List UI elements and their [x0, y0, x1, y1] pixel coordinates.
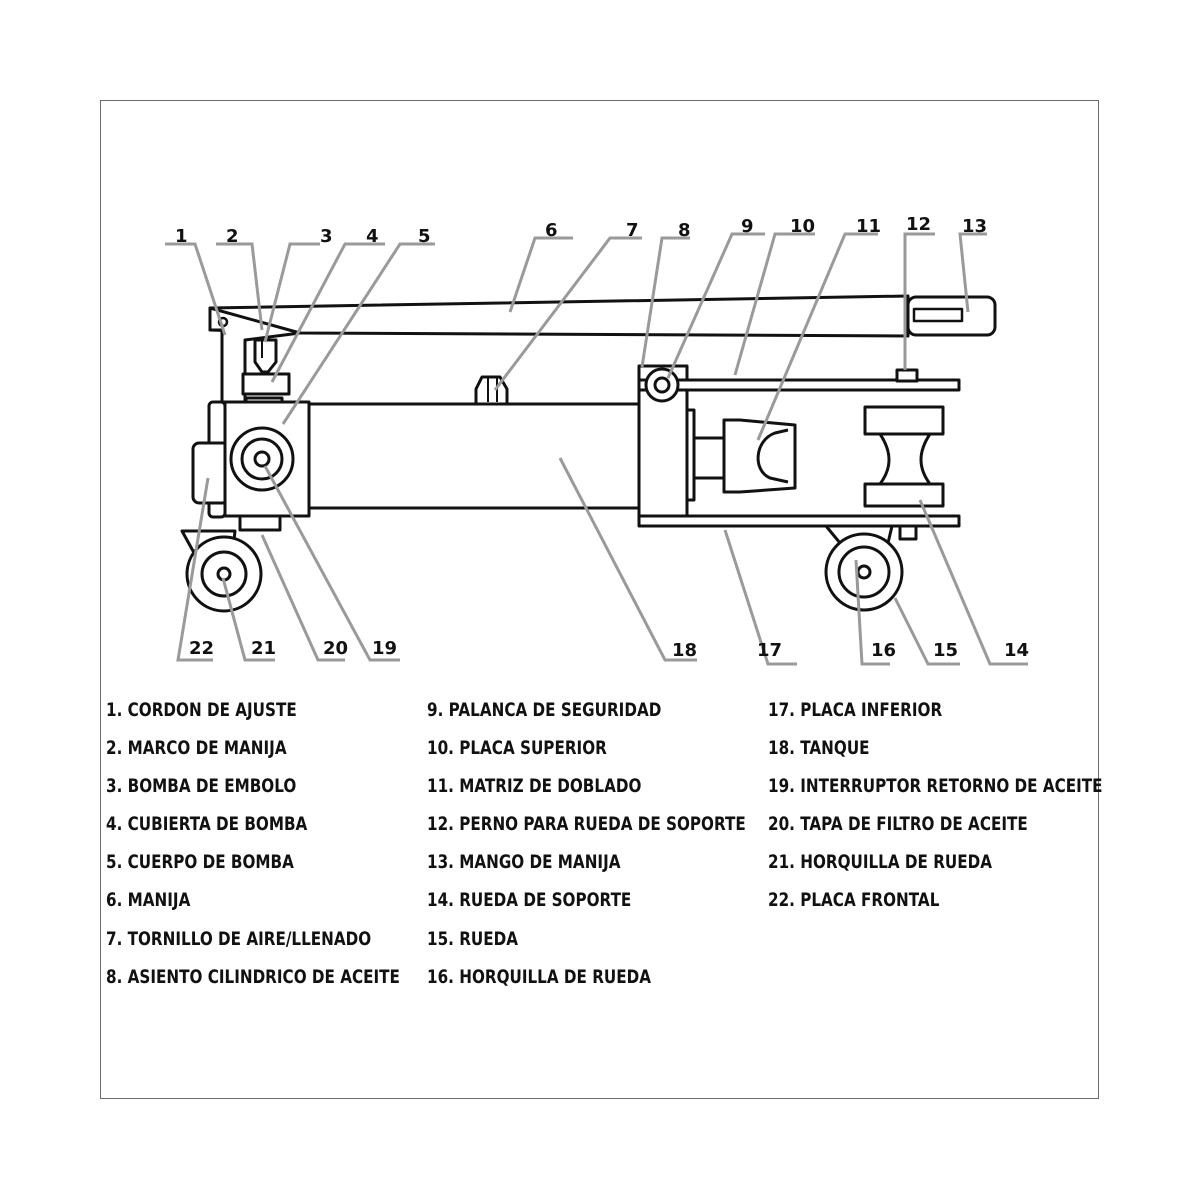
ram-rod	[692, 436, 726, 480]
callout-7: 7	[626, 220, 639, 241]
callout-4: 4	[366, 226, 379, 247]
legend-item: 15. RUEDA	[427, 927, 519, 950]
legend-item: 5. CUERPO DE BOMBA	[106, 851, 294, 874]
callout-22: 22	[189, 638, 214, 659]
legend-item: 14. RUEDA DE SOPORTE	[427, 889, 632, 912]
leader-lines	[165, 232, 1028, 666]
callout-5: 5	[418, 226, 431, 247]
legend-item: 3. BOMBA DE EMBOLO	[106, 775, 297, 798]
legend-column-1: 1. CORDON DE AJUSTE 2. MARCO DE MANIJA 3…	[106, 694, 473, 999]
support-bolt-top	[895, 368, 919, 383]
legend-item: 19. INTERRUPTOR RETORNO DE ACEITE	[768, 775, 1103, 798]
legend-column-3: 17. PLACA INFERIOR 18. TANQUE 19. INTERR…	[768, 694, 1186, 923]
callout-8: 8	[678, 220, 691, 241]
callout-2: 2	[226, 226, 239, 247]
callout-13: 13	[962, 216, 987, 237]
tank	[307, 402, 641, 510]
callout-6: 6	[545, 220, 558, 241]
handle-grip-slot	[912, 307, 964, 323]
callout-12: 12	[906, 214, 931, 235]
legend-item: 6. MANIJA	[106, 889, 191, 912]
legend-item: 7. TORNILLO DE AIRE/LLENADO	[106, 927, 372, 950]
legend-item: 2. MARCO DE MANIJA	[106, 737, 287, 760]
callout-numbers: 1 2 3 4 5 6 7 8 9 10 11 12 13 14 15 16 1…	[175, 214, 1029, 661]
callout-17: 17	[757, 640, 782, 661]
legend-item: 11. MATRIZ DE DOBLADO	[427, 775, 642, 798]
callout-14: 14	[1004, 640, 1029, 661]
legend-item: 16. HORQUILLA DE RUEDA	[427, 965, 652, 988]
bending-die-groove	[756, 428, 789, 484]
callout-10: 10	[790, 216, 815, 237]
callout-9: 9	[741, 216, 754, 237]
return-valve-inner	[253, 450, 271, 468]
top-plate	[637, 378, 961, 392]
callout-1: 1	[175, 226, 188, 247]
plunger	[253, 338, 278, 374]
callout-11: 11	[856, 216, 881, 237]
legend-item: 13. MANGO DE MANIJA	[427, 851, 621, 874]
legend-item: 20. TAPA DE FILTRO DE ACEITE	[768, 813, 1028, 836]
bottom-plate	[637, 514, 961, 528]
legend-column-2: 9. PALANCA DE SEGURIDAD 10. PLACA SUPERI…	[427, 694, 825, 999]
machine	[180, 294, 997, 613]
callout-16: 16	[871, 640, 896, 661]
diagram-frame	[100, 100, 1099, 1099]
callout-18: 18	[672, 640, 697, 661]
rear-wheel-hub	[856, 564, 872, 580]
callout-3: 3	[320, 226, 333, 247]
legend-item: 17. PLACA INFERIOR	[768, 699, 943, 721]
legend-item: 21. HORQUILLA DE RUEDA	[768, 851, 993, 874]
legend-item: 1. CORDON DE AJUSTE	[106, 699, 297, 721]
pump-cover	[241, 372, 291, 396]
legend-item: 9. PALANCA DE SEGURIDAD	[427, 699, 662, 721]
callout-20: 20	[323, 638, 348, 659]
legend-item: 18. TANQUE	[768, 737, 870, 760]
callout-19: 19	[372, 638, 397, 659]
support-bolt-bottom	[898, 524, 918, 541]
legend-item: 4. CUBIERTA DE BOMBA	[106, 813, 308, 836]
legend-item: 10. PLACA SUPERIOR	[427, 737, 607, 760]
legend-item: 8. ASIENTO CILINDRICO DE ACEITE	[106, 965, 400, 988]
support-roller-top	[863, 405, 945, 436]
support-roller-waist	[878, 432, 932, 486]
legend-item: 12. PERNO PARA RUEDA DE SOPORTE	[427, 813, 746, 836]
safety-lever-inner	[653, 376, 671, 394]
oil-filter-cap	[238, 514, 282, 532]
callout-15: 15	[933, 640, 958, 661]
legend-item: 22. PLACA FRONTAL	[768, 889, 940, 912]
handle-grip	[906, 295, 997, 337]
callout-21: 21	[251, 638, 276, 659]
support-roller-bottom	[863, 482, 945, 508]
